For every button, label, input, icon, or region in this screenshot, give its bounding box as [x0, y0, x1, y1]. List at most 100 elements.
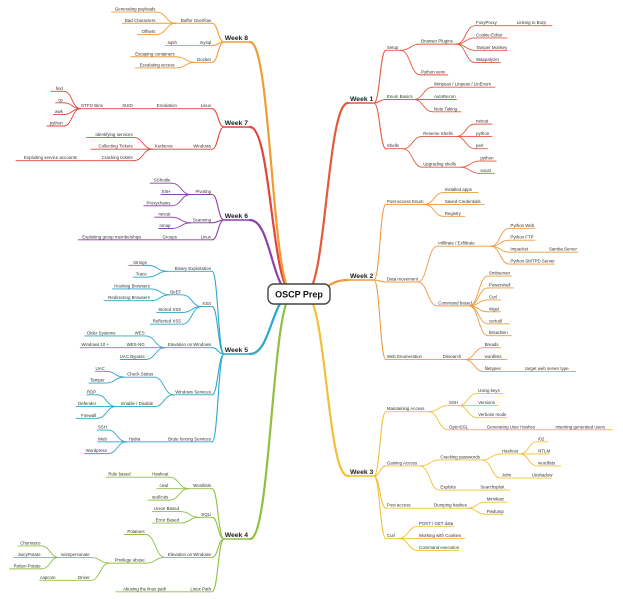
node-label[interactable]: Offsets [142, 29, 157, 34]
node-label[interactable]: Windows [193, 144, 212, 149]
node-label[interactable]: POST / GET data [419, 521, 454, 526]
node-label[interactable]: sqsh [168, 40, 178, 45]
node-label[interactable]: Registry [445, 211, 462, 216]
node-label[interactable]: perl [476, 143, 483, 148]
node-label[interactable]: Dirsearch [443, 354, 462, 359]
node-label[interactable]: Kerberos [155, 144, 174, 149]
node-label[interactable]: Wordpress [86, 448, 108, 453]
node-label[interactable]: SQLi [201, 512, 211, 517]
node-label[interactable]: Command based [438, 300, 472, 305]
node-label[interactable]: cp [58, 97, 63, 102]
node-label[interactable]: GTFO Bins [81, 103, 104, 108]
node-label[interactable]: /02 [538, 436, 545, 441]
node-label[interactable]: Upgrading shells [423, 162, 457, 167]
week-label[interactable]: Week 7 [225, 120, 249, 127]
node-label[interactable]: Pivoting [195, 189, 211, 194]
node-label[interactable]: Escalating access [140, 62, 176, 67]
node-label[interactable]: bitsadmin [489, 330, 508, 335]
node-label[interactable]: Potatoes [127, 529, 145, 534]
node-label[interactable]: Cracking tickets [102, 155, 134, 160]
node-label[interactable]: sed/cuts [152, 495, 169, 500]
node-label[interactable]: wordlists [538, 460, 556, 465]
node-label[interactable]: Samba Server [549, 247, 578, 252]
node-label[interactable]: Unshadow [532, 473, 554, 478]
node-label[interactable]: Powershell [489, 282, 510, 287]
node-label[interactable]: Breads [485, 342, 500, 347]
node-label[interactable]: Data movement [387, 277, 419, 282]
node-label[interactable]: Python SMTPD Server [510, 259, 555, 264]
node-label[interactable]: python [480, 156, 494, 161]
node-label[interactable]: Python venv [421, 69, 446, 74]
node-label[interactable]: WES [135, 330, 145, 335]
node-label[interactable]: Post-access Enum [387, 199, 424, 204]
node-label[interactable]: Command execution [419, 545, 460, 550]
week-label[interactable]: Week 8 [225, 35, 249, 42]
week-label[interactable]: Week 4 [225, 532, 249, 539]
node-label[interactable]: Driver [78, 575, 90, 580]
node-label[interactable]: Versions [478, 400, 496, 405]
node-label[interactable]: target web server type [525, 366, 569, 371]
node-label[interactable]: Hashcat [152, 472, 169, 477]
node-label[interactable]: wordlists [485, 354, 503, 359]
node-label[interactable]: Searchsploit [480, 485, 505, 490]
node-label[interactable]: OpenSSL [449, 424, 469, 429]
node-label[interactable]: Error Based [156, 518, 180, 523]
node-label[interactable]: Shells [387, 143, 400, 148]
node-label[interactable]: Wordlists [193, 483, 212, 488]
node-label[interactable]: Note Taking [434, 106, 458, 111]
node-label[interactable]: Reflected XSS [153, 319, 182, 324]
node-label[interactable]: Mimikatz [487, 497, 504, 502]
node-label[interactable]: Linking to Burp [517, 20, 547, 25]
node-label[interactable]: Trace [136, 272, 148, 277]
node-label[interactable]: Exploits [440, 485, 456, 490]
node-label[interactable]: Brute forcing Services [168, 436, 212, 441]
node-label[interactable]: SShuttle [154, 178, 171, 183]
node-label[interactable]: Reverse Shells [423, 131, 453, 136]
node-label[interactable]: Cookie-Editor [476, 32, 503, 37]
node-label[interactable]: Maintaining Access [387, 406, 425, 411]
node-label[interactable]: Impacket [510, 247, 529, 252]
node-label[interactable]: Strings [133, 260, 147, 265]
node-label[interactable]: WES-NG [127, 342, 146, 347]
node-label[interactable]: socat [480, 168, 491, 173]
node-label[interactable]: SSH [161, 189, 170, 194]
node-label[interactable]: Hashcat [502, 448, 519, 453]
node-label[interactable]: RDP [87, 389, 96, 394]
node-label[interactable]: seimpersonate [61, 552, 90, 557]
node-label[interactable]: Python FTP [510, 235, 533, 240]
node-label[interactable]: python [50, 121, 64, 126]
node-label[interactable]: python [476, 131, 490, 136]
node-label[interactable]: BeEF [170, 289, 181, 294]
node-label[interactable]: Web [98, 436, 108, 441]
node-label[interactable]: Abusing the linux path [123, 586, 167, 591]
node-label[interactable]: netcat [476, 119, 489, 124]
node-label[interactable]: Saved Credentials [445, 199, 482, 204]
week-label[interactable]: Week 6 [225, 213, 249, 220]
node-label[interactable]: UAC Bypass [120, 354, 146, 359]
node-label[interactable]: Exploiting service accounts [24, 155, 78, 160]
node-label[interactable]: Docker [197, 57, 211, 62]
node-label[interactable]: capcom [40, 575, 56, 580]
week-label[interactable]: Week 5 [225, 347, 249, 354]
node-label[interactable]: Linux Path [190, 586, 211, 591]
node-label[interactable]: Browser Plugins [421, 39, 454, 44]
node-label[interactable]: Check Status [127, 372, 154, 377]
node-label[interactable]: Installed apps [445, 187, 473, 192]
node-label[interactable]: Union Based [154, 506, 180, 511]
node-label[interactable]: filetypes [485, 366, 502, 371]
node-label[interactable]: Wappalyzer [476, 57, 500, 62]
node-label[interactable]: Bad Characters [125, 18, 156, 23]
node-label[interactable]: Firewall [81, 413, 96, 418]
node-label[interactable]: Web Enumeration [387, 354, 423, 359]
node-label[interactable]: Infiltrate / Exfiltrate [438, 241, 475, 246]
node-label[interactable]: FoxyProxy [476, 20, 498, 25]
node-label[interactable]: Linux [201, 234, 212, 239]
node-label[interactable]: netcat [158, 212, 171, 217]
node-label[interactable]: Elevation on Windows [168, 552, 212, 557]
node-label[interactable]: Hooking Browsers [114, 283, 150, 288]
node-label[interactable]: Exploiting group memberships [82, 234, 142, 239]
node-label[interactable]: UAC [95, 366, 104, 371]
node-label[interactable]: nmap [159, 223, 171, 228]
node-label[interactable]: Using keys [478, 388, 500, 393]
node-label[interactable]: Generating payloads [115, 7, 156, 12]
